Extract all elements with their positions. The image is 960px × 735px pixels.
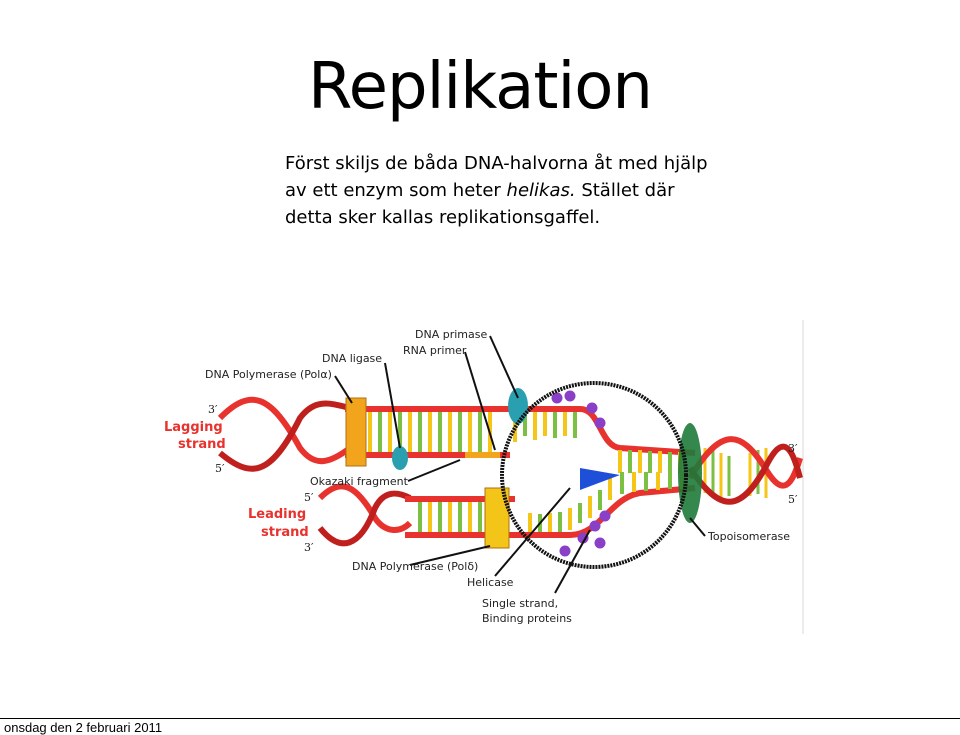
parental-helix — [687, 436, 803, 505]
rna-primer-segment — [465, 452, 500, 458]
label-ssb-line2: Binding proteins — [482, 612, 572, 625]
leading-bases — [418, 502, 482, 532]
leading-template-bottom — [405, 532, 515, 538]
label-okazaki: Okazaki fragment — [310, 475, 409, 488]
helicase-shape — [580, 468, 620, 490]
leading-new-top — [405, 496, 515, 502]
replication-diagram-svg: DNA primase RNA primer DNA ligase DNA Po… — [164, 320, 804, 634]
footer-bar: onsdag den 2 februari 2011 — [0, 718, 960, 735]
parental-strand-b — [687, 443, 803, 505]
dna-ligase-shape — [392, 446, 408, 470]
label-5prime-mid-left: 5′ — [304, 491, 314, 504]
lagging-left-helix — [217, 396, 352, 472]
footer-date: onsdag den 2 februari 2011 — [4, 720, 163, 735]
label-leading: Leading — [248, 507, 306, 522]
lagging-strand-group — [217, 396, 696, 473]
polymerase-alpha — [345, 397, 367, 467]
polymerase-delta — [484, 487, 510, 549]
slide: Replikation Först skiljs de båda DNA-hal… — [160, 50, 805, 636]
label-topoisomerase: Topoisomerase — [707, 530, 790, 543]
label-polymerase-alpha: DNA Polymerase (Polα) — [205, 368, 332, 381]
body-text-emphasis: helikas. — [506, 180, 576, 201]
slide-title: Replikation — [308, 50, 653, 124]
label-dna-ligase: DNA ligase — [322, 352, 382, 365]
body-text-part1: Först skiljs de båda DNA-halvorna åt med… — [285, 153, 708, 201]
label-polymerase-delta: DNA Polymerase (Polδ) — [352, 560, 478, 573]
label-leading-strand: strand — [261, 525, 309, 540]
body-text-part2: Stället där detta sker kallas replikatio… — [285, 180, 675, 228]
label-5prime-top-left: 5′ — [215, 462, 225, 475]
slide-body-text: Först skiljs de båda DNA-halvorna åt med… — [285, 150, 725, 231]
replication-fork-diagram: DNA primase RNA primer DNA ligase DNA Po… — [160, 318, 805, 636]
label-dna-primase: DNA primase — [415, 328, 487, 341]
label-3prime-right: 3′ — [788, 442, 798, 455]
lagging-template-top — [345, 406, 505, 412]
label-rna-primer: RNA primer — [403, 344, 467, 357]
lagging-bases — [358, 412, 492, 452]
label-ssb-line1: Single strand, — [482, 597, 558, 610]
label-3prime-top-left: 3′ — [208, 403, 218, 416]
replication-fork-highlight-circle — [500, 381, 688, 569]
dna-primase-shape — [508, 388, 528, 424]
label-5prime-right: 5′ — [788, 493, 798, 506]
label-3prime-bottom-left: 3′ — [304, 541, 314, 554]
parental-strand-a — [687, 436, 803, 489]
pointer-lines — [334, 335, 706, 594]
label-lagging: Lagging — [164, 420, 223, 435]
leading-fork-bases — [528, 472, 684, 532]
ssb-proteins — [551, 390, 611, 557]
label-lagging-strand: strand — [178, 437, 226, 452]
okazaki-fragment-segment — [405, 452, 510, 458]
label-helicase: Helicase — [467, 576, 514, 589]
leading-left-helix — [317, 483, 413, 547]
